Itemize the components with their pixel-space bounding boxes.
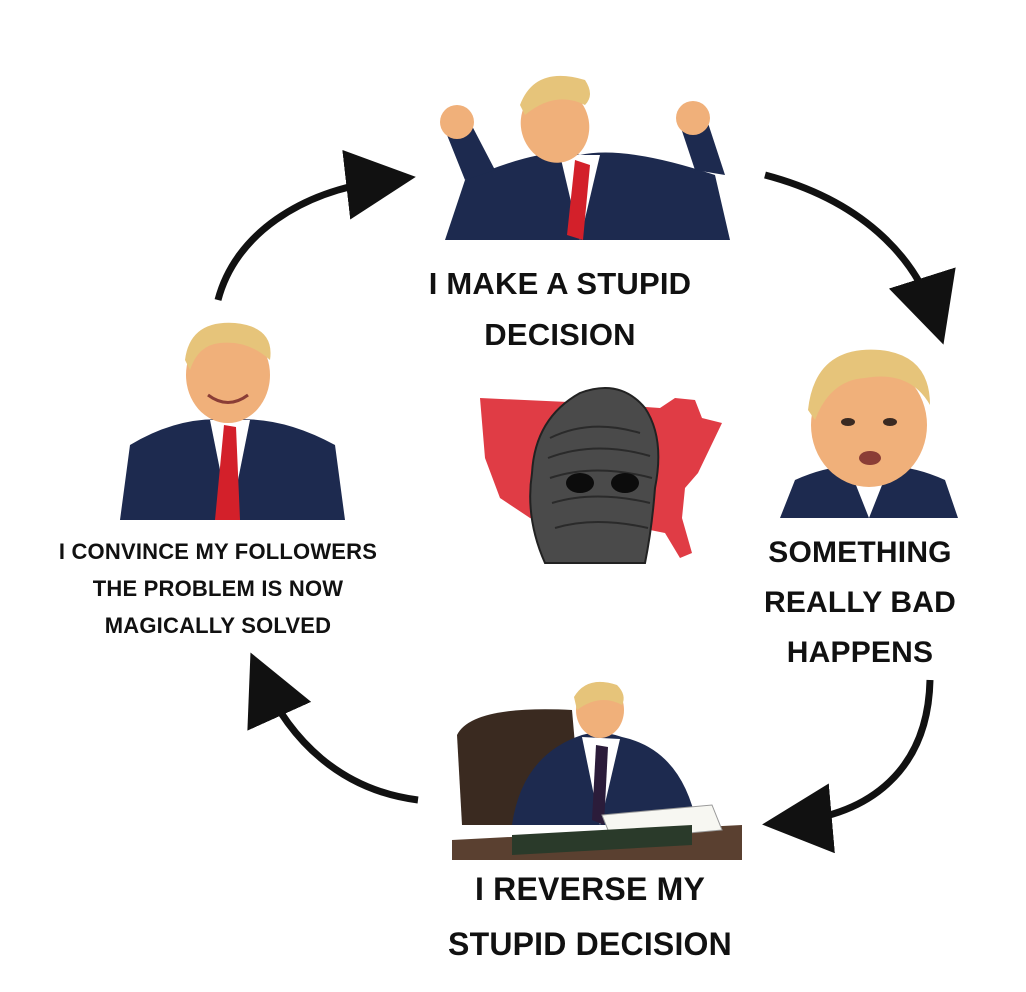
caption-line: DECISION	[484, 317, 636, 352]
caption-line: I CONVINCE MY FOLLOWERS	[58, 539, 378, 564]
arrow-bottom-to-left	[247, 652, 419, 804]
caption-line: REALLY BAD	[763, 586, 957, 619]
step-make-decision: I MAKE A STUPID DECISION	[380, 258, 740, 360]
man-smiling-photo	[120, 322, 345, 520]
arrow-right-to-bottom	[762, 679, 934, 854]
caption-line: STUPID DECISION	[448, 926, 732, 962]
step-convince-followers: I CONVINCE MY FOLLOWERS THE PROBLEM IS N…	[18, 533, 418, 644]
caption-line: I MAKE A STUPID	[428, 266, 692, 301]
man-dancing-photo	[440, 75, 730, 240]
caption-line: HAPPENS	[786, 636, 934, 669]
caption-line: THE PROBLEM IS NOW	[92, 576, 344, 601]
step-reverse-decision: I REVERSE MY STUPID DECISION	[380, 862, 800, 972]
caption-line: MAGICALLY SOLVED	[104, 613, 332, 638]
step-bad-happens: SOMETHING REALLY BAD HAPPENS	[730, 528, 990, 678]
grey-face-map-image	[480, 387, 722, 564]
caption-line: SOMETHING	[768, 536, 952, 569]
arrow-top-to-right	[764, 171, 956, 345]
man-signing-photo	[452, 681, 742, 860]
arrow-left-to-top	[214, 149, 416, 301]
grey-face	[529, 387, 660, 564]
caption-line: I REVERSE MY	[474, 871, 705, 907]
man-face-photo	[780, 349, 958, 518]
